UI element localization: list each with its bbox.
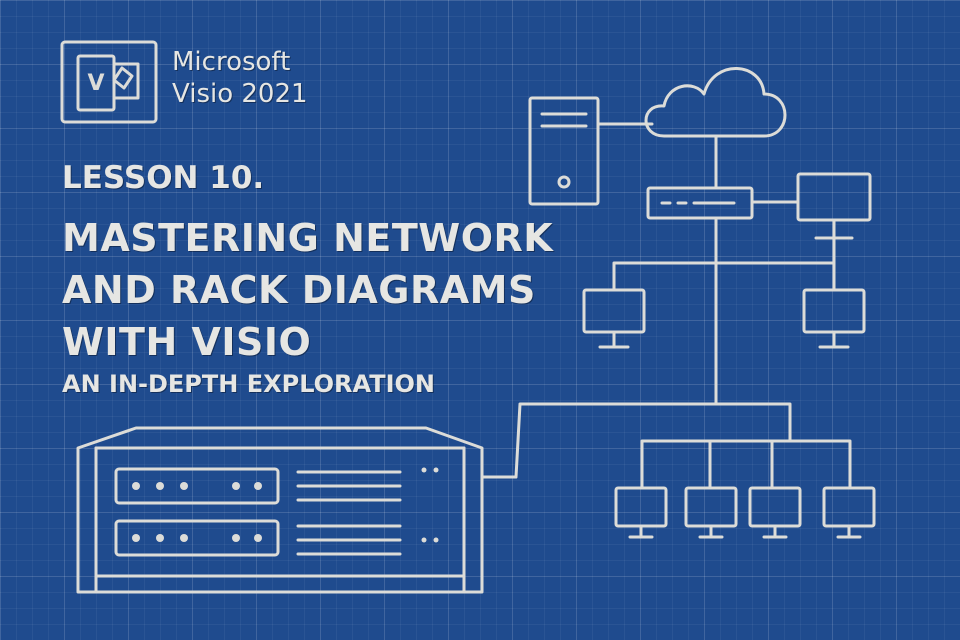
lesson-title-line: AND RACK DIAGRAMS [62, 268, 536, 312]
lesson-number: LESSON 10. [62, 160, 265, 196]
lesson-title-line: WITH VISIO [62, 320, 312, 364]
product-name-line1: Microsoft [172, 47, 291, 77]
monitor-icon [796, 172, 872, 222]
rack-unit-2 [114, 519, 439, 557]
monitor-icon [822, 486, 876, 539]
monitor-icon [614, 486, 668, 539]
branch-upper [612, 261, 836, 292]
visio-logo-icon: V [60, 40, 158, 124]
monitor-icon [748, 486, 802, 539]
link-rack [480, 402, 792, 479]
monitor-icon [684, 486, 738, 539]
network-switch-icon [646, 186, 754, 220]
rack-server-icon [76, 426, 484, 594]
logo-letter: V [87, 71, 104, 96]
branch-lower [640, 439, 852, 490]
lesson-title: MASTERING NETWORK AND RACK DIAGRAMS WITH… [62, 212, 553, 368]
network-connections [480, 122, 854, 490]
server-tower-icon [528, 96, 600, 206]
lesson-subtitle: AN IN-DEPTH EXPLORATION [62, 370, 436, 398]
product-name-line2: Visio 2021 [172, 79, 308, 109]
product-name: Microsoft Visio 2021 [172, 46, 308, 110]
rack-unit-1 [114, 467, 439, 505]
lesson-title-line: MASTERING NETWORK [62, 216, 554, 260]
monitor-icon [802, 288, 866, 349]
monitor-icon [582, 288, 646, 349]
cloud-icon [644, 67, 787, 138]
